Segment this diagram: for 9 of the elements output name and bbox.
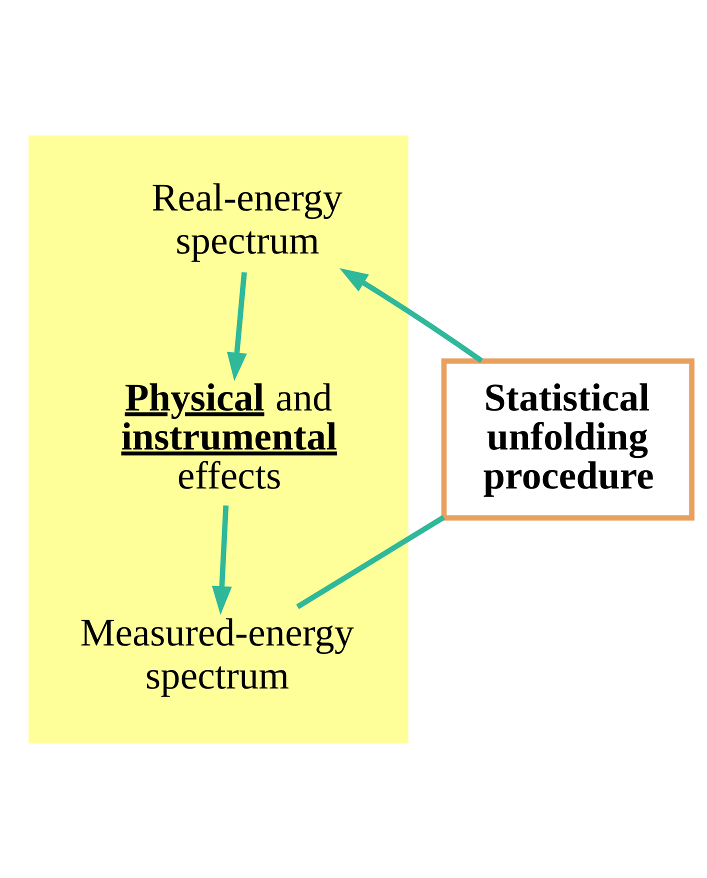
node-text: Measured-energy spectrum xyxy=(80,611,354,697)
connector xyxy=(296,514,446,609)
node-text: Physical and instrumental effects xyxy=(121,376,337,498)
node-text: Real-energy spectrum xyxy=(152,176,343,262)
arrow xyxy=(212,504,232,614)
cluster xyxy=(28,135,408,743)
arrow xyxy=(226,272,247,381)
arrow xyxy=(339,268,484,362)
node-box: Statistical unfolding procedure xyxy=(441,358,694,520)
